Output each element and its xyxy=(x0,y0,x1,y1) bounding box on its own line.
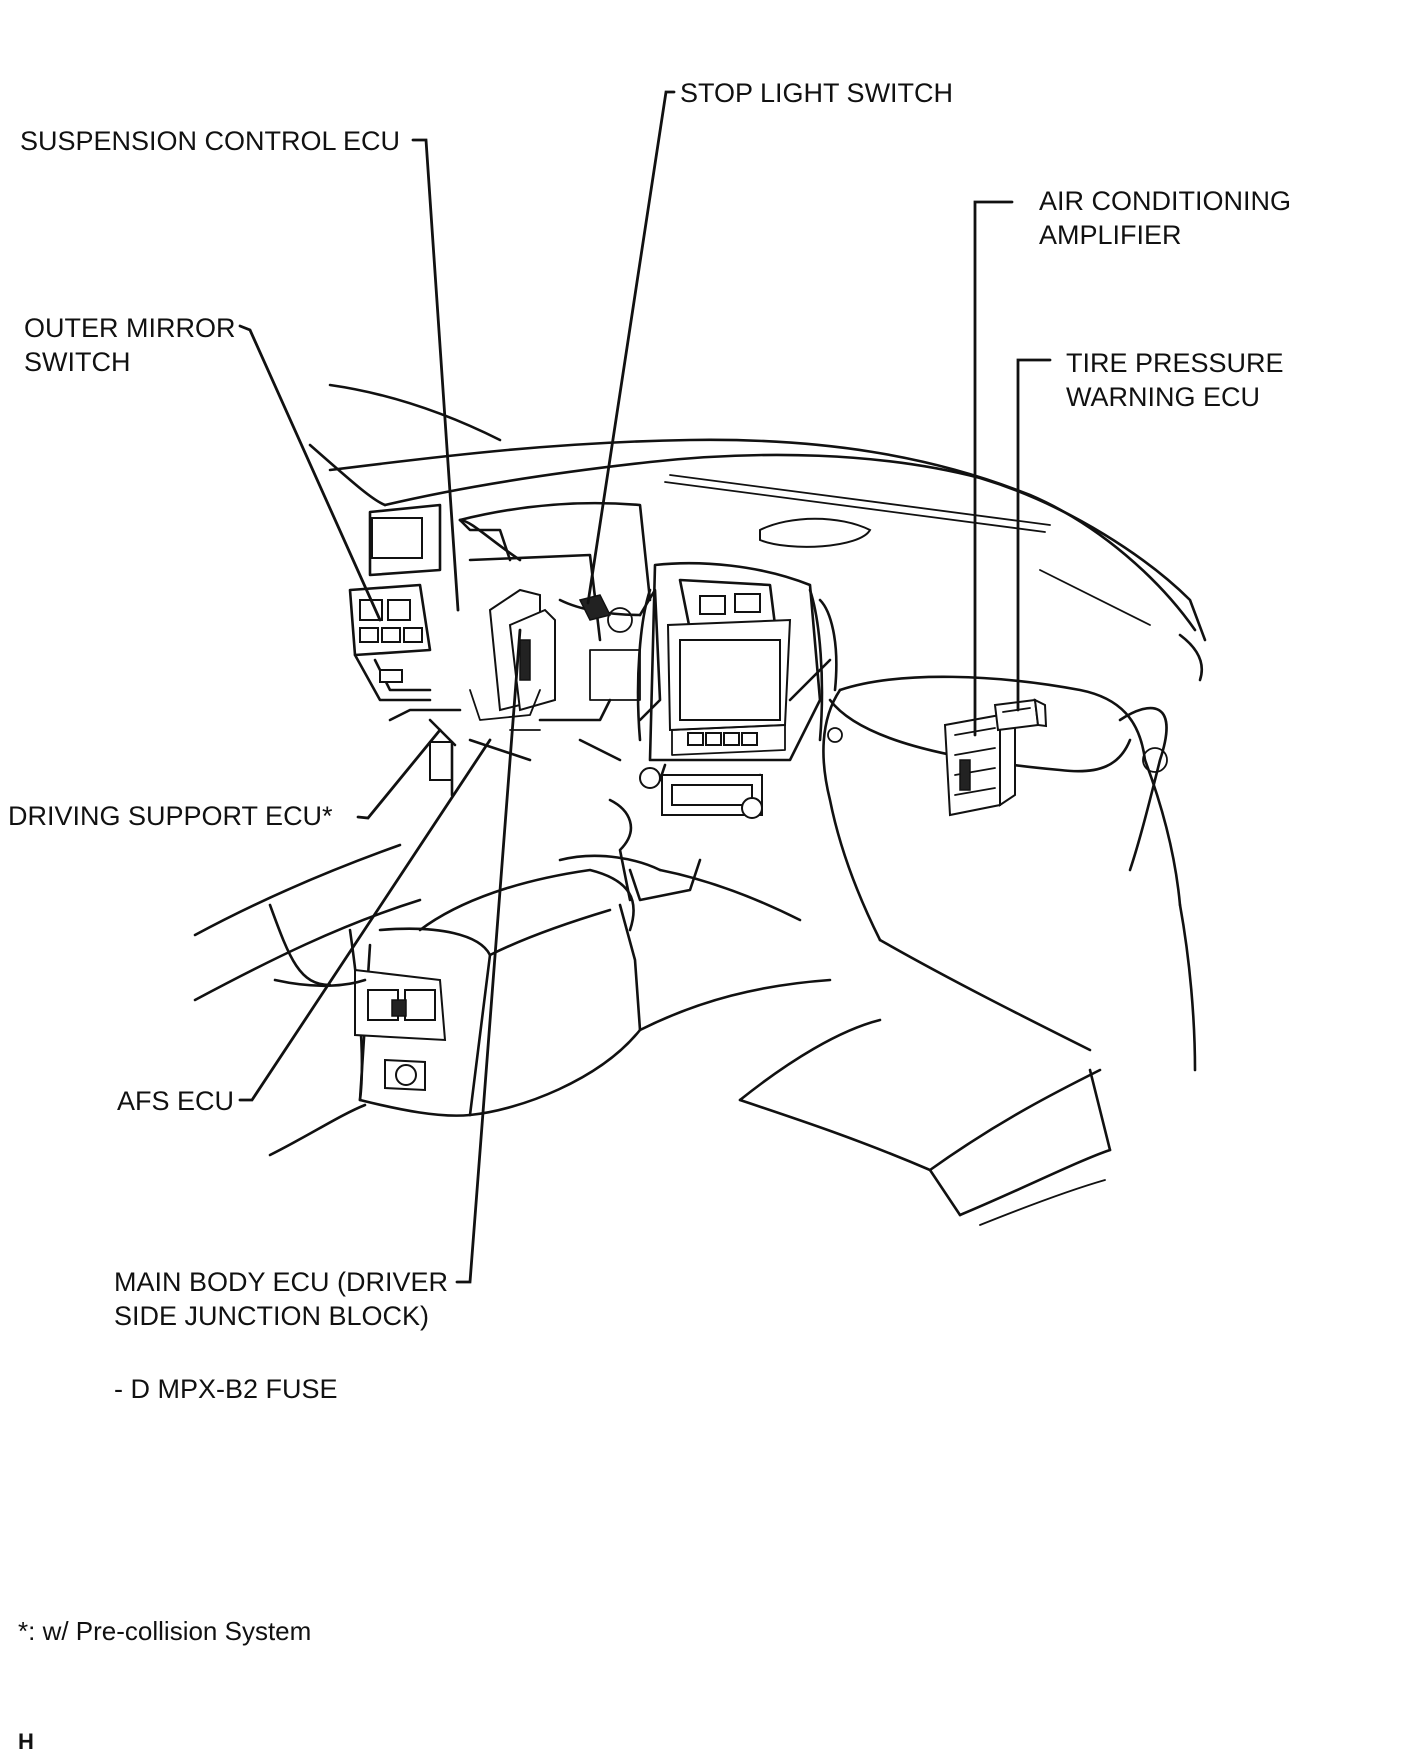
label-fuse: - D MPX-B2 FUSE xyxy=(114,1374,338,1404)
center-console xyxy=(193,843,882,1157)
label-stop-light-switch: STOP LIGHT SWITCH xyxy=(680,78,954,108)
label-outer-mirror-switch: OUTER MIRROR SWITCH xyxy=(24,313,236,377)
leader-lines xyxy=(238,90,1052,1284)
label-afs-ecu: AFS ECU xyxy=(117,1086,235,1116)
tire-pressure-ecu-illustration xyxy=(993,698,1048,732)
footnote: *: w/ Pre-collision System xyxy=(18,1616,312,1646)
corner-mark: H xyxy=(18,1729,34,1754)
left-cluster xyxy=(348,501,662,797)
label-main-body-ecu: MAIN BODY ECU (DRIVER SIDE JUNCTION BLOC… xyxy=(114,1267,449,1331)
label-air-conditioning-amplifier: AIR CONDITIONING AMPLIFIER xyxy=(1039,186,1292,250)
label-tire-pressure-warning-ecu: TIRE PRESSURE WARNING ECU xyxy=(1066,348,1284,412)
label-suspension-control-ecu: SUSPENSION CONTROL ECU xyxy=(20,126,401,156)
dashboard-outline xyxy=(308,383,1207,1226)
ac-amplifier-illustration xyxy=(943,713,1016,817)
label-driving-support-ecu: DRIVING SUPPORT ECU* xyxy=(8,801,333,831)
center-stack xyxy=(558,561,838,902)
